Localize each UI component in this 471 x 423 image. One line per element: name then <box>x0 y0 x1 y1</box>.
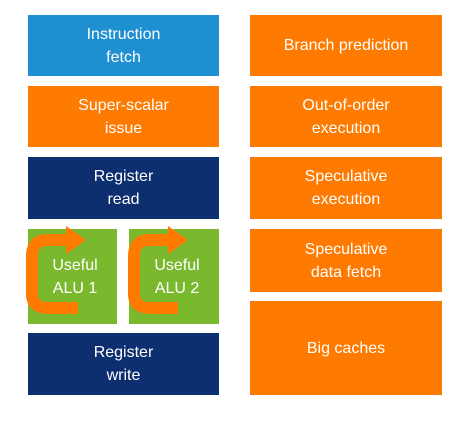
branch-prediction-label: Branch prediction <box>283 37 409 54</box>
register-write-box: Register write <box>28 333 219 395</box>
instruction-fetch-label: Instruction fetch <box>86 25 161 66</box>
superscalar-issue-label: Super-scalar issue <box>78 96 169 137</box>
big-caches-label: Big caches <box>306 339 386 357</box>
register-write-label: Register write <box>93 344 154 384</box>
alu-2-label: Useful ALU 2 <box>154 257 200 297</box>
speculative-execution-label: Speculative execution <box>304 168 388 208</box>
circular-arrow-icon <box>128 226 188 314</box>
superscalar-issue-box: Super-scalar issue <box>28 86 219 147</box>
out-of-order-box: Out-of-order execution <box>250 86 442 147</box>
instruction-fetch-box: Instruction fetch <box>28 15 219 76</box>
branch-prediction-box: Branch prediction <box>250 15 442 76</box>
circular-arrow-icon <box>26 226 86 314</box>
speculative-data-fetch-label: Speculative data fetch <box>304 240 388 281</box>
speculative-execution-box: Speculative execution <box>250 157 442 219</box>
register-read-box: Register read <box>28 157 219 219</box>
register-read-label: Register read <box>93 168 154 208</box>
out-of-order-label: Out-of-order execution <box>302 96 390 137</box>
alu-1-label: Useful ALU 1 <box>52 257 98 297</box>
speculative-data-fetch-box: Speculative data fetch <box>250 229 442 292</box>
big-caches-box: Big caches <box>250 301 442 395</box>
